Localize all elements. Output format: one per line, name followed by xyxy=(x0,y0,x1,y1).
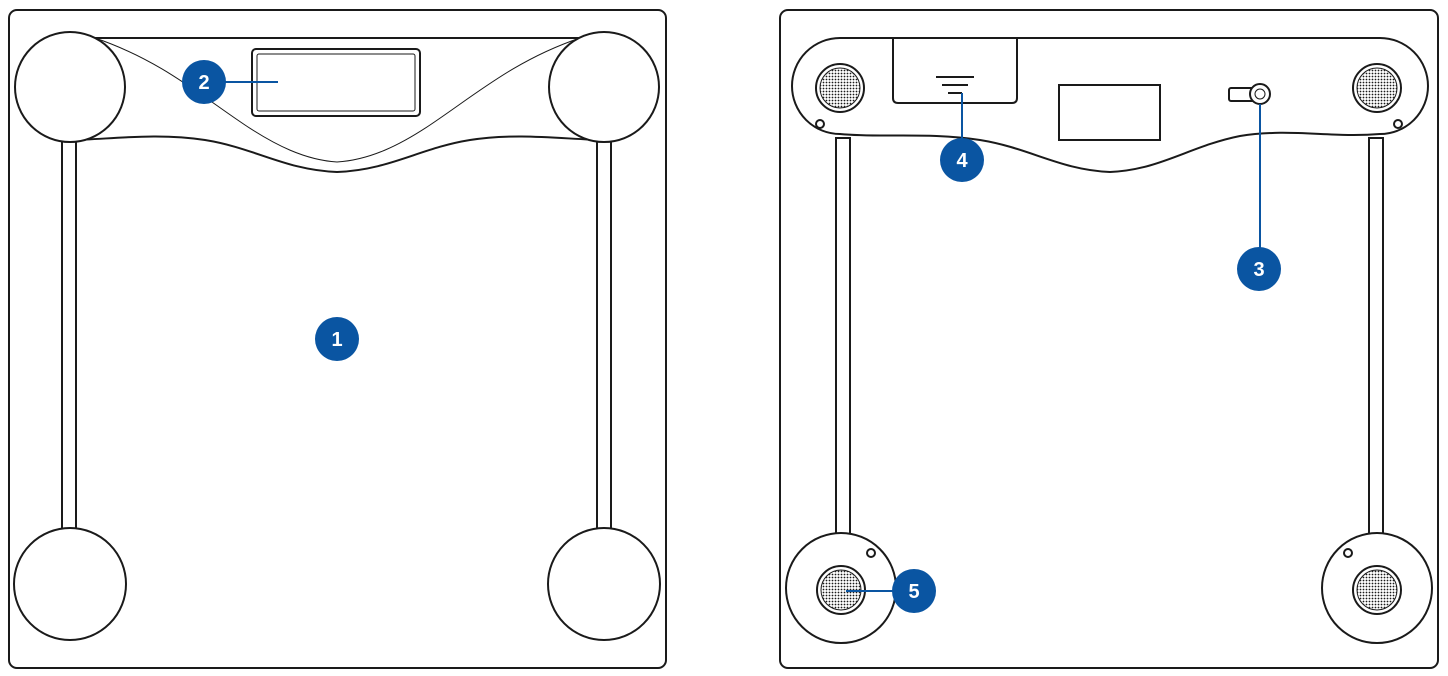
back-left-rail xyxy=(835,137,851,541)
front-foot-top-right xyxy=(548,31,660,143)
back-view: 3 4 5 xyxy=(779,9,1439,669)
callout-label-2: 2 xyxy=(198,72,209,94)
front-foot-bottom-left xyxy=(13,527,127,641)
callout-badge-5: 5 xyxy=(892,569,936,613)
callout-badge-3: 3 xyxy=(1237,247,1281,291)
front-glass-platform xyxy=(8,9,667,669)
front-housing-curve-left xyxy=(94,37,338,163)
back-screw-top-left xyxy=(815,119,825,129)
front-foot-bottom-right xyxy=(547,527,661,641)
back-screw-bottom-left xyxy=(866,548,876,558)
callout-label-1: 1 xyxy=(331,329,342,351)
unit-switch-knob-inner xyxy=(1254,88,1266,100)
back-foot-pad-bottom-right xyxy=(1356,569,1398,611)
front-right-rail xyxy=(596,139,612,541)
callout-label-5: 5 xyxy=(908,581,919,603)
back-foot-pad-top-left xyxy=(819,67,861,109)
back-foot-pad-top-right xyxy=(1356,67,1398,109)
callout-badge-4: 4 xyxy=(940,138,984,182)
callout-label-4: 4 xyxy=(956,150,968,172)
back-right-rail xyxy=(1368,137,1384,541)
back-screw-bottom-right xyxy=(1343,548,1353,558)
back-screw-top-right xyxy=(1393,119,1403,129)
unit-switch-knob xyxy=(1249,83,1271,105)
callout-label-3: 3 xyxy=(1253,259,1264,281)
front-view: 1 2 xyxy=(8,9,667,669)
back-glass-platform xyxy=(779,9,1439,669)
callout-badge-1: 1 xyxy=(315,317,359,361)
front-left-rail xyxy=(61,139,77,541)
callout-badge-2: 2 xyxy=(182,60,226,104)
front-foot-top-left xyxy=(14,31,126,143)
battery-compartment-cover xyxy=(892,37,1018,104)
back-label-plate xyxy=(1058,84,1161,141)
front-housing-curve-right xyxy=(336,37,581,163)
